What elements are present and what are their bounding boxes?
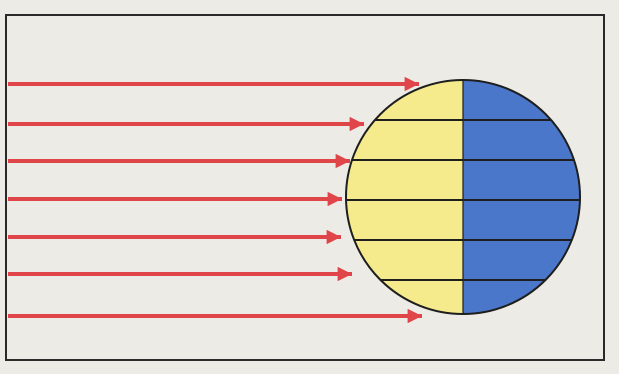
globe [340, 70, 590, 330]
